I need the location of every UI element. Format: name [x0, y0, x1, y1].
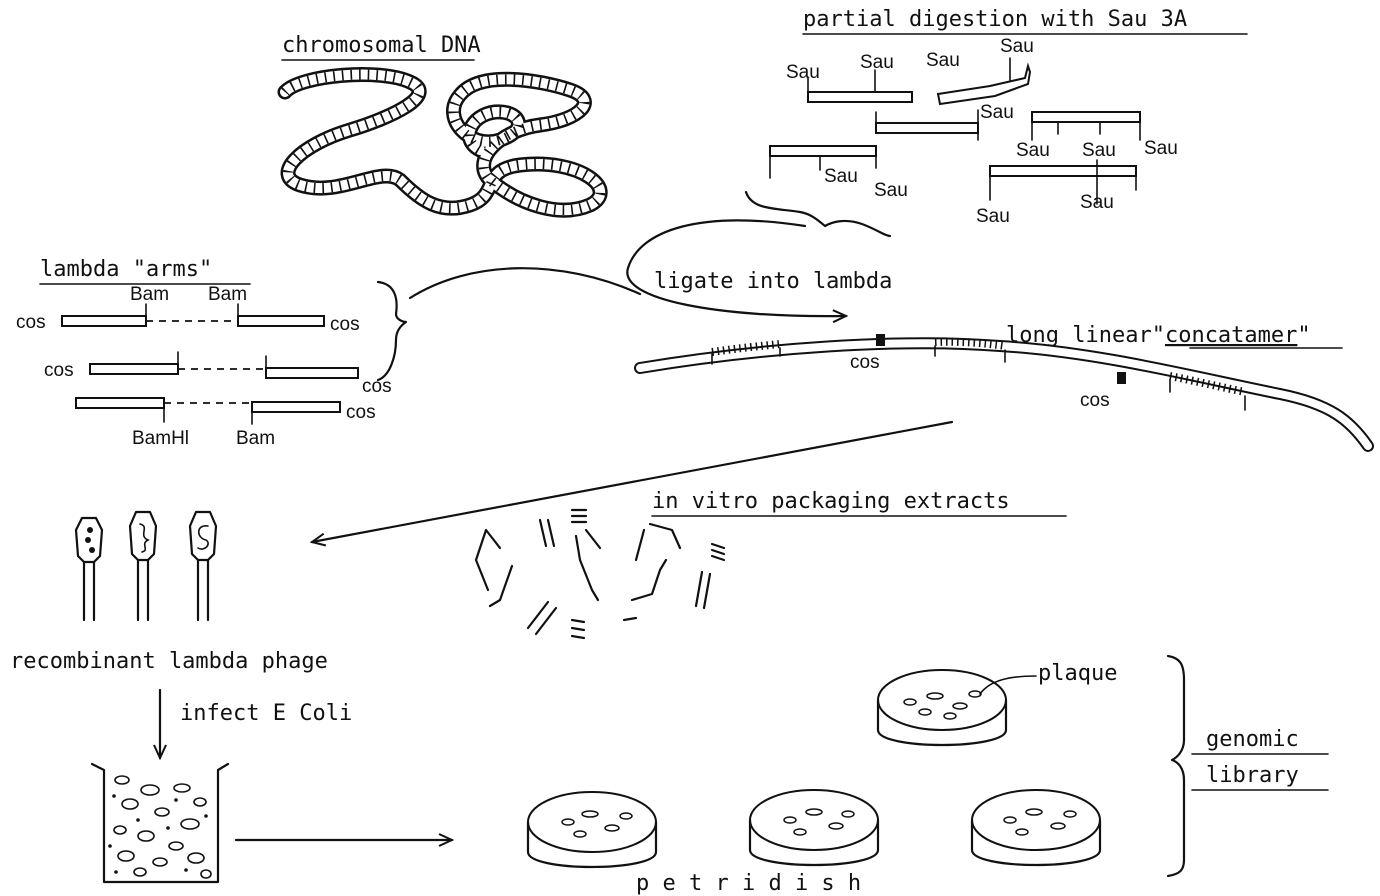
phage-3	[190, 512, 216, 620]
cos-site-2	[1117, 372, 1126, 384]
concatamer-label-suffix: "	[1297, 323, 1310, 348]
fragment-2	[938, 66, 1030, 104]
genomic-label: genomic	[1206, 727, 1299, 752]
cos-site-1	[876, 334, 885, 346]
sau-label-8: Sau	[1144, 138, 1178, 159]
partial-digestion-label: partial digestion with Sau 3A	[803, 7, 1187, 32]
cos-label-4: cos	[362, 376, 392, 397]
concatamer-cos-label-2: cos	[1080, 390, 1110, 411]
phage-2	[130, 512, 156, 620]
sau-label-9: Sau	[824, 166, 858, 187]
concatamer-label: long linear"concatamer"	[1006, 323, 1311, 348]
sau-label-3: Sau	[926, 50, 960, 71]
lambda-arms-label: lambda "arms"	[40, 257, 212, 282]
concatamer-label-word: concatamer	[1165, 323, 1297, 348]
sau-label-5: Sau	[980, 102, 1014, 123]
sau-fragments: Sau Sau Sau Sau Sau Sau Sau Sau Sau Sau …	[746, 36, 1178, 236]
plaque-label: plaque	[1038, 661, 1117, 686]
infect-label: infect E Coli	[180, 701, 352, 726]
phage-1	[76, 518, 102, 620]
packaging-arrow	[312, 422, 952, 542]
lambda-phages	[76, 512, 216, 620]
cos-label-5: cos	[346, 402, 376, 423]
library-label: library	[1206, 763, 1299, 788]
chromosomal-dna-coil	[285, 75, 600, 211]
concatamer-strand: cos cos	[640, 334, 1368, 446]
sau-label-1: Sau	[786, 62, 820, 83]
fragment-5	[1032, 112, 1140, 122]
petri-dish-top	[878, 670, 1006, 745]
petri-dish-label: p e t r i d i s h	[636, 871, 861, 896]
petri-dish-2	[750, 790, 878, 865]
bam-label-1: Bam	[130, 284, 169, 305]
recombinant-label: recombinant lambda phage	[10, 649, 328, 674]
bam-label-3: Bam	[236, 428, 275, 449]
arms-to-ligation-curve	[410, 268, 640, 298]
ligate-label: ligate into lambda	[654, 269, 892, 294]
library-brace	[1168, 656, 1184, 876]
concatamer-cos-label-1: cos	[850, 352, 880, 373]
cos-label-2: cos	[330, 314, 360, 335]
petri-dish-1	[528, 792, 656, 867]
cos-label-3: cos	[44, 360, 74, 381]
fragment-4	[770, 146, 876, 156]
petri-dish-3	[972, 790, 1100, 865]
in-vitro-label: in vitro packaging extracts	[652, 489, 1010, 514]
fragments-brace	[746, 192, 890, 236]
sau-label-12: Sau	[1080, 192, 1114, 213]
fragment-1	[808, 92, 912, 102]
fragment-6	[990, 166, 1136, 176]
cos-label-1: cos	[16, 312, 46, 333]
sau-label-2: Sau	[860, 52, 894, 73]
packaging-extract-parts	[476, 510, 724, 638]
sau-label-4: Sau	[1000, 36, 1034, 57]
lambda-arms-group: Bam Bam cos cos cos cos cos BamHl Bam	[16, 282, 406, 449]
arms-brace	[378, 282, 406, 380]
sau-label-6: Sau	[1016, 140, 1050, 161]
sau-label-11: Sau	[976, 206, 1010, 227]
ecoli-beaker	[92, 764, 228, 882]
sau-label-10: Sau	[874, 180, 908, 201]
sau-label-7: Sau	[1082, 140, 1116, 161]
bamhi-label: BamHl	[132, 428, 189, 449]
chromosomal-dna-label: chromosomal DNA	[282, 33, 481, 58]
fragment-3	[876, 123, 978, 133]
bam-label-2: Bam	[208, 284, 247, 305]
